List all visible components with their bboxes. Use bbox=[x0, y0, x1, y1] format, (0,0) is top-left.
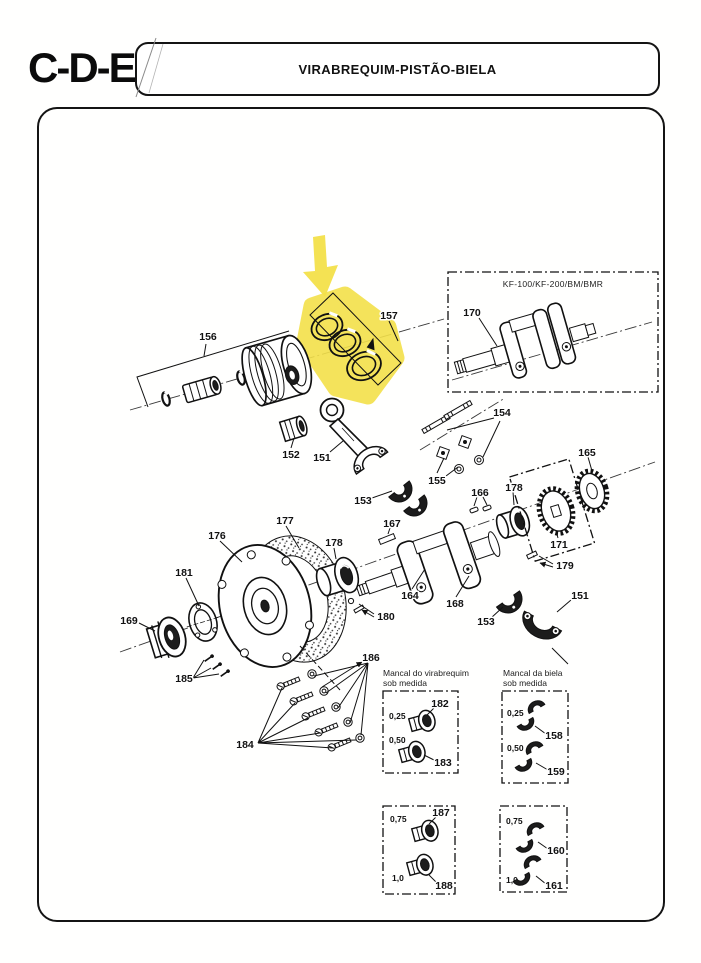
scan-slash bbox=[135, 37, 164, 98]
callout-152: 152 bbox=[282, 449, 300, 461]
callout-165: 165 bbox=[578, 447, 596, 459]
size-050: 0,50 bbox=[389, 735, 406, 745]
inset-box-kf100: KF-100/KF-200/BM/BMR 170 bbox=[447, 271, 659, 393]
callout-179: 179 bbox=[556, 560, 574, 572]
callout-160: 160 bbox=[547, 845, 565, 857]
callout-180: 180 bbox=[377, 611, 395, 623]
callout-155: 155 bbox=[428, 475, 446, 487]
seal-nut-169 bbox=[145, 616, 187, 659]
woodruff-keys-166 bbox=[469, 504, 492, 514]
key-167 bbox=[377, 532, 397, 546]
undersize-shells-159 bbox=[514, 741, 544, 772]
size-box-075-10-shells: 0,75 160 1,0 161 bbox=[499, 805, 568, 894]
size-10-d: 1,0 bbox=[506, 875, 518, 885]
callout-187: 187 bbox=[432, 807, 450, 819]
rod-bolts-154-155 bbox=[421, 399, 484, 474]
undersize-bushing-187 bbox=[410, 819, 439, 843]
callout-169: 169 bbox=[120, 615, 138, 627]
callout-151-right: 151 bbox=[571, 590, 589, 602]
callout-188: 188 bbox=[435, 880, 453, 892]
size-box-075-10-bushings: 0,75 187 1,0 188 bbox=[382, 805, 456, 895]
timing-gear-171 bbox=[508, 458, 596, 562]
callout-171: 171 bbox=[550, 539, 568, 551]
callout-182: 182 bbox=[431, 698, 449, 710]
bolts-184 bbox=[276, 676, 352, 752]
screws-185 bbox=[204, 654, 230, 677]
callout-183: 183 bbox=[434, 757, 452, 769]
callout-159: 159 bbox=[547, 766, 565, 778]
callout-166: 166 bbox=[471, 487, 489, 499]
undersize-bushing-183 bbox=[397, 740, 426, 764]
callout-167: 167 bbox=[383, 518, 401, 530]
size-box-b-title1: Mancal da biela bbox=[503, 668, 563, 678]
callout-164: 164 bbox=[401, 590, 419, 602]
circlip bbox=[161, 390, 171, 407]
callout-185: 185 bbox=[175, 673, 193, 685]
callout-186: 186 bbox=[362, 652, 380, 664]
piston-rings-157 bbox=[309, 292, 402, 386]
gear-165 bbox=[574, 468, 610, 514]
callout-178-left: 178 bbox=[325, 537, 343, 549]
crankshaft-164 bbox=[355, 521, 501, 605]
callout-177: 177 bbox=[276, 515, 294, 527]
callout-181: 181 bbox=[175, 567, 193, 579]
retainer-181 bbox=[186, 602, 220, 642]
callout-170: 170 bbox=[463, 307, 481, 319]
undersize-shells-161 bbox=[512, 855, 542, 886]
callout-168: 168 bbox=[446, 598, 464, 610]
undersize-shells-158 bbox=[516, 700, 546, 731]
callout-156: 156 bbox=[199, 331, 217, 343]
highlight-arrow bbox=[303, 235, 338, 297]
rear-bushing-178-right bbox=[495, 505, 531, 539]
front-bushing-178-left bbox=[315, 556, 360, 597]
callout-176: 176 bbox=[208, 530, 226, 542]
callout-153: 153 bbox=[354, 495, 372, 507]
size-box-b-title2: sob medida bbox=[503, 678, 547, 688]
size-025: 0,25 bbox=[389, 711, 406, 721]
page-title-box: VIRABREQUIM-PISTÃO-BIELA bbox=[135, 42, 660, 96]
ring bbox=[328, 327, 362, 358]
size-075-d: 0,75 bbox=[506, 816, 523, 826]
undersize-bushing-188 bbox=[405, 853, 434, 877]
diagram-frame bbox=[37, 107, 665, 922]
inset-caption: KF-100/KF-200/BM/BMR bbox=[503, 279, 603, 289]
page-title: VIRABREQUIM-PISTÃO-BIELA bbox=[298, 61, 497, 77]
piston-assembly-156 bbox=[136, 330, 313, 408]
rod-bearing-shells-153 bbox=[388, 480, 428, 517]
key-179 bbox=[525, 550, 539, 560]
size-box-mancal-virabrequim: Mancal do virabrequim sob medida 0,25 18… bbox=[382, 668, 469, 774]
undersize-shells-160 bbox=[515, 822, 545, 853]
size-050-b: 0,50 bbox=[507, 743, 524, 753]
inset-crankshaft-170 bbox=[453, 302, 597, 379]
callout-labels: 156 157 154 152 151 153 155 166 165 178 … bbox=[119, 309, 598, 753]
callout-157: 157 bbox=[380, 310, 398, 322]
callout-153-right: 153 bbox=[477, 616, 495, 628]
callout-151: 151 bbox=[313, 452, 331, 464]
callout-161: 161 bbox=[545, 880, 563, 892]
size-025-b: 0,25 bbox=[507, 708, 524, 718]
fastener-leader-lines bbox=[192, 659, 369, 749]
rod-cap-151-right bbox=[522, 610, 563, 640]
piston bbox=[241, 334, 313, 407]
size-box-mancal-biela: Mancal da biela sob medida 0,25 158 0,50… bbox=[501, 668, 569, 784]
wrist-pin bbox=[181, 375, 222, 404]
oil-ring bbox=[346, 337, 382, 382]
size-box-a-title2: sob medida bbox=[383, 678, 427, 688]
size-10: 1,0 bbox=[392, 873, 404, 883]
callout-158: 158 bbox=[545, 730, 563, 742]
connecting-rod-151 bbox=[319, 397, 389, 475]
size-075: 0,75 bbox=[390, 814, 407, 824]
callout-154: 154 bbox=[493, 407, 511, 419]
callout-184: 184 bbox=[236, 739, 254, 751]
small-end-bushing-152 bbox=[278, 415, 308, 443]
corner-code: C-D-E bbox=[28, 44, 137, 91]
undersize-bushing-182 bbox=[407, 709, 436, 733]
callout-178: 178 bbox=[505, 482, 523, 494]
size-box-a-title1: Mancal do virabrequim bbox=[383, 668, 469, 678]
cover-176 bbox=[217, 544, 314, 668]
